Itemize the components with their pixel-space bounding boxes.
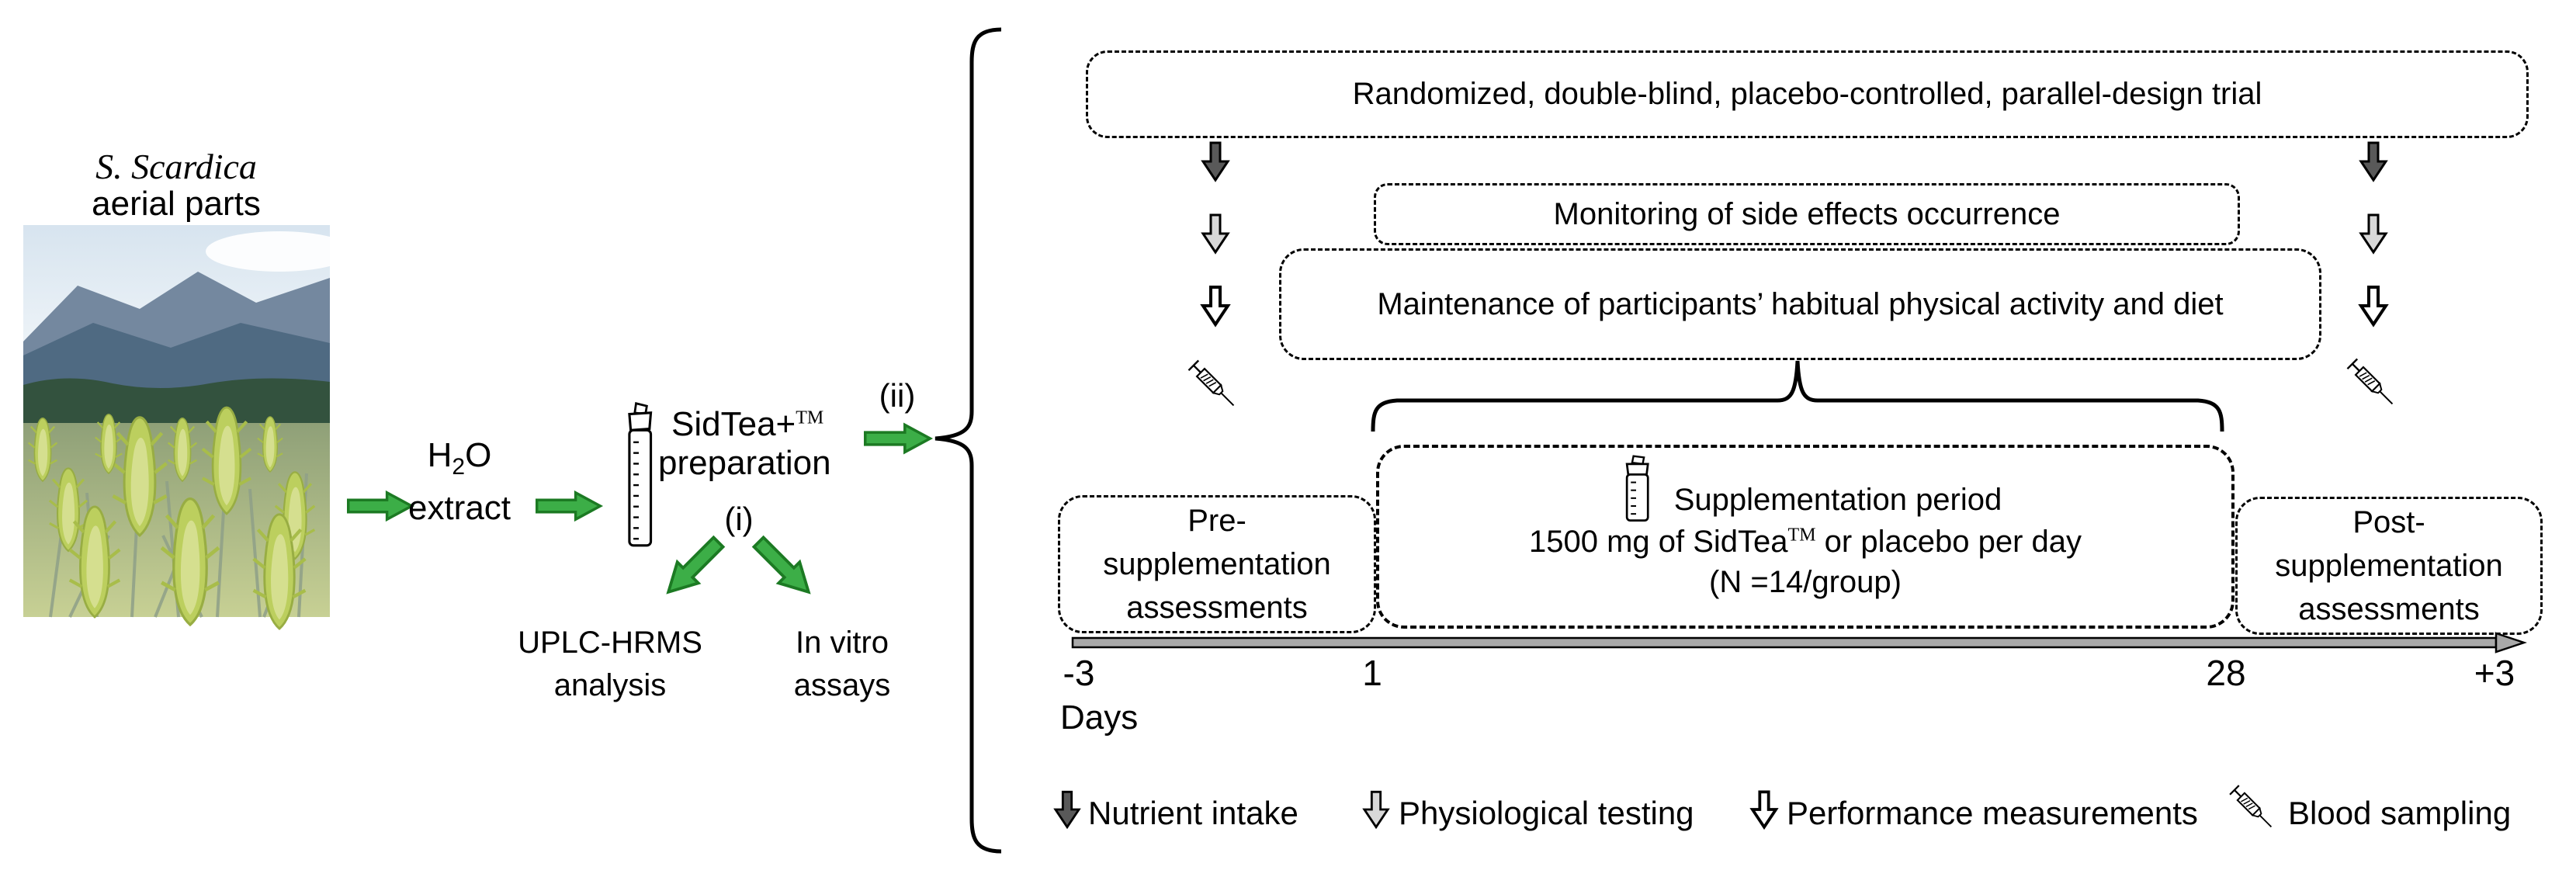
post-box-line2: supplementation	[2275, 549, 2503, 583]
h2o-label: H2O	[427, 436, 492, 478]
maintenance-box: Maintenance of participants’ habitual ph…	[1279, 248, 2321, 360]
flow-arrow-right-2	[536, 489, 604, 523]
shaker-bottle-icon-small	[1616, 455, 1656, 523]
legend-nutrient-intake-icon	[1053, 790, 1081, 830]
dose-trademark: TM	[1787, 525, 1816, 546]
syringe-icon-right	[2343, 355, 2402, 414]
physiological-testing-icon-left	[1201, 213, 1230, 255]
h2o-suffix: O	[465, 436, 492, 474]
monitoring-text: Monitoring of side effects occurrence	[1553, 196, 2061, 231]
timeline-tick-1: 1	[1362, 653, 1382, 693]
syringe-icon-left	[1184, 356, 1243, 415]
brand-name: SidTea+	[671, 405, 796, 443]
shaker-bottle-icon	[619, 402, 659, 549]
nutrient-intake-icon-left	[1201, 141, 1230, 182]
preparation-label: preparation	[658, 444, 831, 482]
maintenance-text: Maintenance of participants’ habitual ph…	[1377, 286, 2224, 321]
panel-brace	[927, 23, 1009, 858]
timeline-axis-label: Days	[1060, 698, 1139, 737]
legend-nutrient-intake-label: Nutrient intake	[1088, 795, 1298, 831]
legend-blood-sampling-icon	[2226, 782, 2280, 836]
brand-label: SidTea+TM	[671, 405, 823, 444]
flow-arrow-diagonal-right	[744, 527, 825, 608]
timeline-axis	[1070, 630, 2529, 653]
step-ii-label: (ii)	[879, 377, 916, 414]
extract-label: extract	[407, 489, 511, 527]
dose-suffix: or placebo per day	[1815, 525, 2082, 559]
flow-arrow-right-3	[864, 421, 934, 456]
flow-arrow-right-1	[347, 489, 415, 523]
invitro-label-line1: In vitro	[795, 626, 889, 660]
trial-design-text: Randomized, double-blind, placebo-contro…	[1352, 77, 2262, 111]
legend-blood-sampling-label: Blood sampling	[2288, 795, 2512, 831]
performance-measure-icon-left	[1200, 286, 1231, 328]
nutrient-intake-icon-right	[2359, 141, 2388, 182]
species-subtitle: aerial parts	[92, 185, 261, 223]
dose-prefix: 1500 mg of SidTea	[1528, 525, 1788, 559]
step-i-label: (i)	[724, 501, 754, 537]
legend-performance-measure-label: Performance measurements	[1787, 795, 2198, 831]
pre-box-line1: Pre-	[1187, 504, 1246, 538]
h2o-element: H	[427, 436, 452, 474]
period-brace	[1370, 353, 2225, 435]
pre-box-line2: supplementation	[1103, 547, 1331, 581]
supplementation-dose: 1500 mg of SidTeaTM or placebo per day	[1529, 525, 2082, 560]
trial-design-box: Randomized, double-blind, placebo-contro…	[1086, 50, 2529, 138]
h2o-subscript: 2	[452, 453, 466, 480]
supplementation-box	[1376, 445, 2234, 629]
post-box-line3: assessments	[2298, 592, 2480, 626]
pre-box-line3: assessments	[1126, 591, 1308, 625]
brand-trademark: TM	[796, 407, 824, 428]
post-box-line1: Post-	[2352, 505, 2425, 539]
pre-supplementation-box: Pre- supplementation assessments	[1058, 495, 1376, 633]
invitro-label-line2: assays	[793, 668, 891, 702]
supplementation-title: Supplementation period	[1673, 483, 2002, 517]
timeline-tick-28: 28	[2206, 653, 2246, 693]
physiological-testing-icon-right	[2359, 213, 2388, 255]
plant-photo-image	[23, 225, 353, 617]
species-name: S. Scardica	[95, 147, 257, 186]
supplementation-sample-size: (N =14/group)	[1709, 565, 1902, 599]
monitoring-box: Monitoring of side effects occurrence	[1374, 183, 2240, 245]
legend-performance-measure-icon	[1749, 790, 1779, 830]
plant-photo	[23, 225, 353, 617]
legend-physiological-testing-label: Physiological testing	[1399, 795, 1694, 831]
timeline-tick-minus3: -3	[1063, 653, 1095, 693]
uplc-label-line1: UPLC-HRMS	[518, 626, 702, 660]
uplc-label-line2: analysis	[553, 668, 667, 702]
performance-measure-icon-right	[2358, 286, 2389, 328]
flow-arrow-diagonal-left	[653, 527, 734, 608]
post-supplementation-box: Post- supplementation assessments	[2235, 497, 2543, 635]
legend-physiological-testing-icon	[1362, 790, 1390, 830]
timeline-tick-plus3: +3	[2474, 653, 2515, 693]
